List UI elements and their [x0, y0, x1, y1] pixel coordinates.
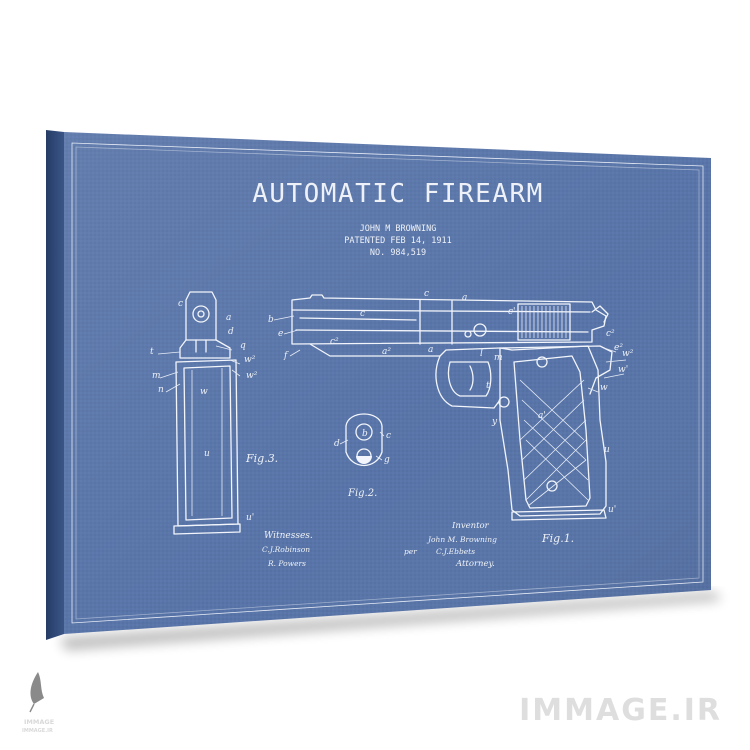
fig3-label: Fig.3.: [245, 452, 278, 465]
canvas-shadow: [60, 592, 722, 650]
witness-signature-2: R. Powers: [267, 559, 306, 568]
svg-text:t: t: [486, 381, 490, 391]
inventor-label: Inventor: [451, 521, 490, 531]
svg-text:c': c': [508, 307, 516, 317]
svg-text:n: n: [158, 385, 164, 395]
svg-text:b: b: [362, 429, 368, 439]
svg-text:g: g: [384, 455, 390, 465]
svg-text:c²: c²: [606, 329, 615, 339]
attorney-label: Attorney.: [455, 559, 495, 569]
svg-text:e²: e²: [614, 343, 623, 353]
canvas-side-edge: [46, 130, 64, 640]
witness-signature-1: C.J.Robinson: [262, 545, 310, 554]
svg-text:a: a: [462, 293, 467, 303]
print-title: AUTOMATIC FIREARM: [252, 179, 544, 209]
attorney-signature: C.J.Ebbets: [436, 547, 475, 556]
patent-date: PATENTED FEB 14, 1911: [344, 236, 451, 246]
fig2-section-drawing: d c g b Fig.2.: [334, 413, 391, 499]
svg-text:d: d: [228, 327, 234, 337]
svg-text:c: c: [386, 431, 391, 441]
svg-text:u': u': [246, 513, 254, 523]
svg-text:u': u': [608, 505, 616, 515]
fig2-label: Fig.2.: [347, 488, 377, 499]
fig3-callouts: c a d q w² w² t m n w u u': [150, 299, 258, 523]
patent-number: NO. 984,519: [370, 248, 426, 258]
svg-text:f: f: [283, 351, 289, 361]
fig1-label: Fig.1.: [541, 532, 574, 545]
watermark-logo-subtext: IMMAGE.IR: [22, 728, 53, 734]
watermark-brand: IMMAGE.IR: [519, 693, 722, 728]
slide-serrations: [517, 303, 571, 341]
svg-text:a': a': [538, 411, 546, 421]
svg-text:a: a: [226, 313, 231, 323]
inventor-signature: John M. Browning: [426, 535, 497, 544]
svg-text:u: u: [604, 445, 610, 455]
svg-text:c: c: [360, 309, 365, 319]
watermark-logo: IMMAGE IMMAGE.IR: [22, 672, 54, 734]
svg-text:y: y: [491, 417, 498, 427]
svg-text:l: l: [480, 349, 483, 359]
inventor-name: JOHN M BROWNING: [360, 224, 437, 234]
svg-text:a: a: [428, 345, 433, 355]
svg-text:w': w': [618, 365, 628, 375]
svg-text:c²: c²: [330, 337, 339, 347]
svg-text:m: m: [152, 371, 161, 381]
svg-text:c: c: [424, 289, 429, 299]
svg-text:d: d: [334, 439, 340, 449]
svg-text:w²: w²: [622, 349, 634, 359]
feather-pen-icon: [30, 672, 44, 704]
blueprint-border: [71, 142, 704, 624]
signature-block: Witnesses. C.J.Robinson R. Powers Invent…: [262, 521, 497, 569]
svg-text:w²: w²: [244, 355, 256, 365]
svg-text:q: q: [240, 341, 246, 351]
svg-text:b: b: [268, 315, 274, 325]
svg-text:t: t: [150, 347, 154, 357]
watermark-logo-text: IMMAGE: [24, 718, 54, 726]
svg-text:w²: w²: [246, 371, 258, 381]
svg-text:w: w: [600, 383, 608, 393]
fig1-pistol-drawing: b e f c² c c a c' a² a l m t y a' c² e² …: [268, 289, 634, 545]
svg-text:w: w: [200, 387, 208, 397]
svg-text:c: c: [178, 299, 183, 309]
fig1-callouts: b e f c² c c a c' a² a l m t y a' c² e² …: [268, 289, 634, 515]
svg-text:u: u: [204, 449, 210, 459]
witnesses-label: Witnesses.: [264, 531, 313, 541]
per-label: per: [404, 547, 417, 556]
svg-text:m: m: [494, 353, 503, 363]
svg-text:a²: a²: [382, 347, 391, 357]
svg-text:e: e: [278, 329, 283, 339]
fig3-magazine-drawing: c a d q w² w² t m n w u u' Fig.3.: [150, 291, 278, 535]
